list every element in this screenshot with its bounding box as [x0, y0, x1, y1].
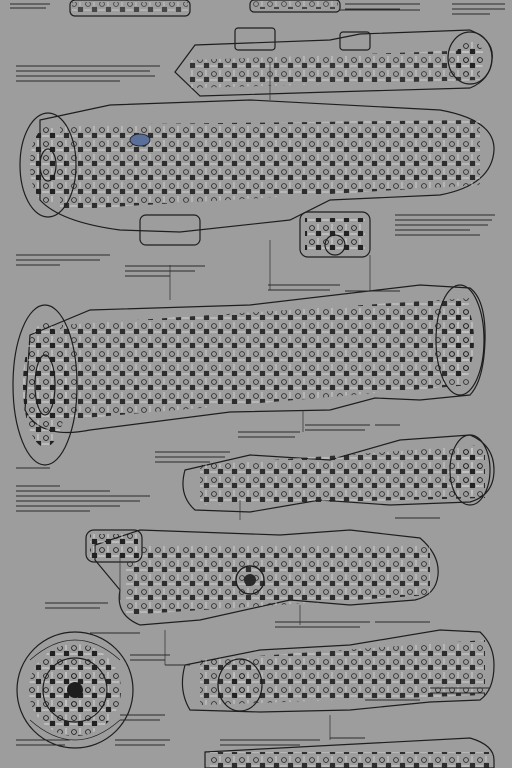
caption-blocks [10, 3, 505, 746]
bottom-strip-module [204, 737, 495, 768]
top-strip-module [69, 0, 341, 17]
exhaust-module [181, 629, 495, 713]
thruster-pod [182, 434, 495, 513]
main-engine-assembly [19, 99, 495, 258]
ring-turbine [16, 631, 134, 749]
coupling-module [85, 529, 439, 626]
long-turbine-assembly [12, 284, 486, 466]
upper-reactor-module [174, 27, 493, 97]
